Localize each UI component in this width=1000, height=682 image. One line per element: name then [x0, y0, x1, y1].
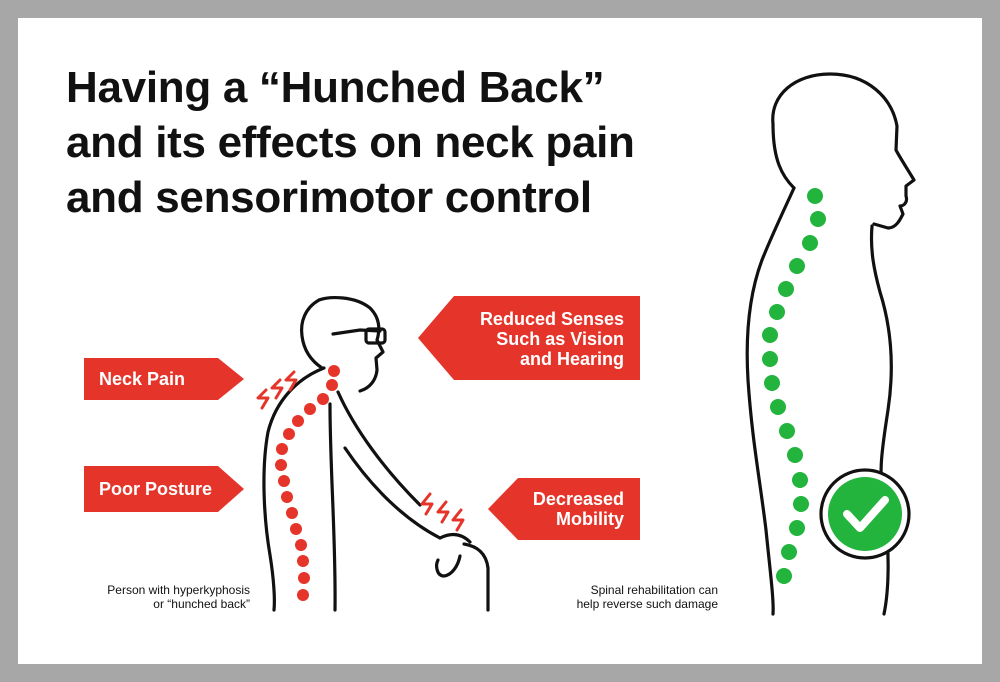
label-line: Mobility — [556, 509, 624, 529]
reduced-senses-arrow — [418, 296, 640, 380]
checkmark-icon — [819, 468, 911, 560]
neck-pain-arrow — [84, 358, 244, 400]
poor-posture-arrow — [84, 466, 244, 512]
poster-title: Having a “Hunched Back” and its effects … — [66, 60, 635, 225]
caption-line: or “hunched back” — [153, 597, 250, 611]
title-line: Having a “Hunched Back” — [66, 63, 605, 112]
label-line: Reduced Senses — [479, 309, 624, 329]
decreased-mobility-label: Decreased Mobility — [500, 489, 624, 529]
hunched-spine-vertebrae — [275, 365, 340, 601]
caption-line: help reverse such damage — [576, 597, 718, 611]
reduced-senses-label: Reduced Senses Such as Vision and Hearin… — [440, 309, 624, 369]
left-caption: Person with hyperkyphosis or “hunched ba… — [70, 583, 250, 611]
label-line: Decreased — [532, 489, 624, 509]
right-caption: Spinal rehabilitation can help reverse s… — [530, 583, 718, 611]
neck-pain-label: Neck Pain — [99, 369, 186, 389]
pain-lightning-icon — [256, 370, 298, 410]
label-line: Such as Vision — [496, 329, 624, 349]
title-line: and its effects on neck pain — [66, 118, 635, 167]
pain-lightning-icon — [420, 492, 465, 532]
poor-posture-label: Poor Posture — [99, 479, 213, 499]
title-line: and sensorimotor control — [66, 173, 592, 222]
hunched-person-figure — [262, 296, 490, 612]
label-line: and Hearing — [519, 349, 624, 369]
caption-line: Person with hyperkyphosis — [107, 583, 250, 597]
healthy-spine-vertebrae — [762, 188, 826, 584]
glasses-icon — [331, 327, 387, 345]
caption-line: Spinal rehabilitation can — [590, 583, 718, 597]
decreased-mobility-arrow — [488, 478, 640, 540]
